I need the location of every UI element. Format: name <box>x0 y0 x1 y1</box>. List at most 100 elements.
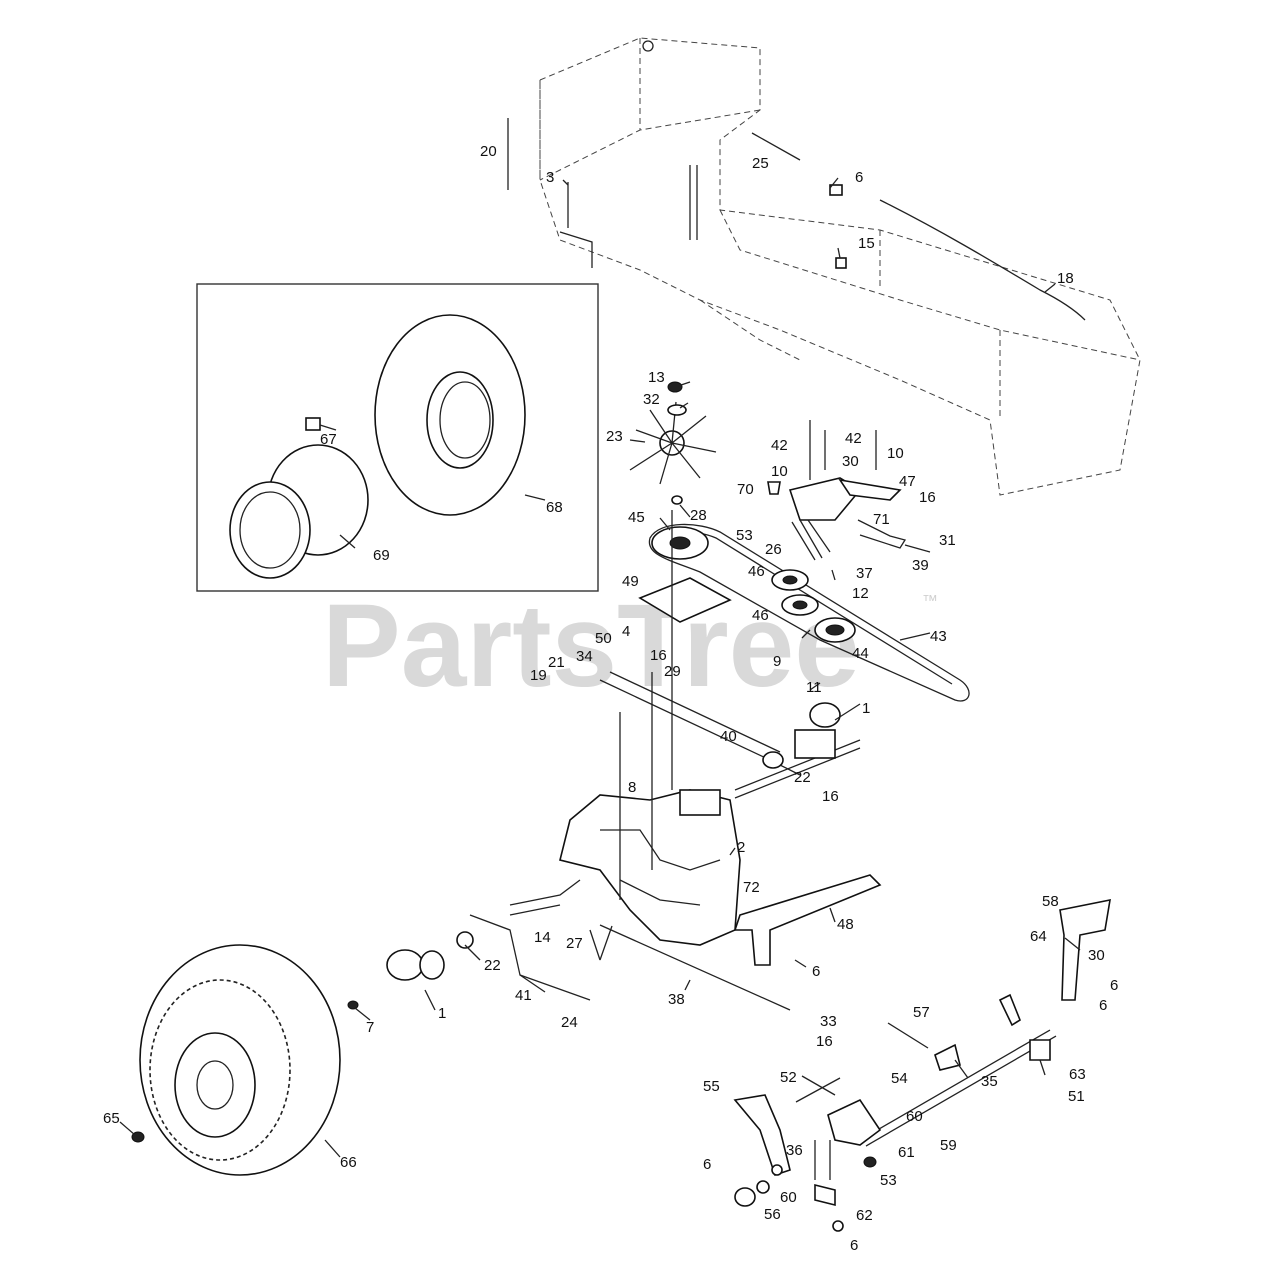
callout-35: 35 <box>981 1073 998 1090</box>
wheel-66 <box>131 944 341 1176</box>
callout-68: 68 <box>546 499 563 516</box>
callout-67: 67 <box>320 431 337 448</box>
callout-46-upper: 46 <box>748 563 765 580</box>
callout-7: 7 <box>366 1019 374 1036</box>
callout-4: 4 <box>622 623 630 640</box>
callout-11: 11 <box>806 679 822 696</box>
idler-bracket <box>767 420 907 561</box>
bracket-48 <box>733 874 882 966</box>
leader-lines <box>119 177 1081 1158</box>
callout-37: 37 <box>856 565 873 582</box>
callout-50: 50 <box>595 630 612 647</box>
callout-33: 33 <box>820 1013 837 1030</box>
callout-46-lower: 46 <box>752 607 769 624</box>
callout-28: 28 <box>690 507 707 524</box>
callout-2: 2 <box>737 839 745 856</box>
watermark-text: PartsTree <box>322 580 860 712</box>
callout-12: 12 <box>852 585 869 602</box>
callout-15: 15 <box>858 235 875 252</box>
plate-49 <box>638 577 732 623</box>
callout-labels: 20 3 25 6 15 18 13 32 23 67 68 69 42 42 … <box>103 143 1118 1254</box>
callout-1-left: 1 <box>438 1005 446 1022</box>
callout-27: 27 <box>566 935 583 952</box>
callout-6-pedal-a: 6 <box>1110 977 1118 994</box>
callout-31: 31 <box>939 532 956 549</box>
callout-59: 59 <box>940 1137 957 1154</box>
callout-22-left: 22 <box>484 957 501 974</box>
callout-62: 62 <box>856 1207 873 1224</box>
callout-56: 56 <box>764 1206 781 1223</box>
callout-48: 48 <box>837 916 854 933</box>
hub-right <box>762 702 841 769</box>
callout-38: 38 <box>668 991 685 1008</box>
callout-41: 41 <box>515 987 532 1004</box>
callout-42-right: 42 <box>845 430 862 447</box>
callout-10-right: 10 <box>887 445 904 462</box>
callout-25: 25 <box>752 155 769 172</box>
frame-assembly <box>507 37 1141 496</box>
callout-55: 55 <box>703 1078 720 1095</box>
callout-63: 63 <box>1069 1066 1086 1083</box>
callout-8: 8 <box>628 779 636 796</box>
callout-40: 40 <box>720 728 737 745</box>
callout-1-right: 1 <box>862 700 870 717</box>
callout-53-pedal: 53 <box>880 1172 897 1189</box>
callout-9: 9 <box>773 653 781 670</box>
belt-drive <box>648 523 970 702</box>
cable-18 <box>879 199 1086 321</box>
callout-3: 3 <box>546 169 554 186</box>
callout-30-idler: 30 <box>842 453 859 470</box>
callout-6-bottom: 6 <box>850 1237 858 1254</box>
callout-30-pedal: 30 <box>1088 947 1105 964</box>
callout-6-pedal-c: 6 <box>703 1156 711 1173</box>
pedal-assembly <box>733 898 1111 1232</box>
callout-51: 51 <box>1068 1088 1085 1105</box>
callout-54: 54 <box>891 1070 908 1087</box>
linkage-rods <box>469 510 801 1011</box>
callout-57: 57 <box>913 1004 930 1021</box>
callout-43: 43 <box>930 628 947 645</box>
callout-71: 71 <box>873 511 890 528</box>
callout-16-rod: 16 <box>822 788 839 805</box>
callout-29: 29 <box>664 663 681 680</box>
callout-13: 13 <box>648 369 665 386</box>
wheel-inset <box>196 283 599 592</box>
callout-16-bottom: 16 <box>816 1033 833 1050</box>
callout-24: 24 <box>561 1014 578 1031</box>
callout-49: 49 <box>622 573 639 590</box>
callout-60-lower: 60 <box>780 1189 797 1206</box>
callout-39: 39 <box>912 557 929 574</box>
watermark: PartsTree ™ <box>322 580 938 712</box>
watermark-trademark: ™ <box>922 593 938 610</box>
callout-6-pedal-b: 6 <box>1099 997 1107 1014</box>
callout-47: 47 <box>899 473 916 490</box>
callout-72: 72 <box>743 879 760 896</box>
callout-6-bracket: 6 <box>812 963 820 980</box>
callout-52: 52 <box>780 1069 797 1086</box>
callout-64: 64 <box>1030 928 1047 945</box>
callout-58: 58 <box>1042 893 1059 910</box>
callout-65: 65 <box>103 1110 120 1127</box>
callout-16-top: 16 <box>919 489 936 506</box>
callout-66: 66 <box>340 1154 357 1171</box>
hub-left <box>347 931 474 1010</box>
callout-18: 18 <box>1057 270 1074 287</box>
transaxle-2 <box>509 739 861 946</box>
callout-53-idler: 53 <box>736 527 753 544</box>
callout-45: 45 <box>628 509 645 526</box>
callout-34: 34 <box>576 648 593 665</box>
callout-70: 70 <box>737 481 754 498</box>
callout-16-mid: 16 <box>650 647 667 664</box>
callout-21: 21 <box>548 654 565 671</box>
callout-36: 36 <box>786 1142 803 1159</box>
callout-61: 61 <box>898 1144 915 1161</box>
callout-20: 20 <box>480 143 497 160</box>
callout-6-frame: 6 <box>855 169 863 186</box>
callout-19: 19 <box>530 667 547 684</box>
callout-10-left: 10 <box>771 463 788 480</box>
callout-22-right: 22 <box>794 769 811 786</box>
callout-69: 69 <box>373 547 390 564</box>
callout-26: 26 <box>765 541 782 558</box>
